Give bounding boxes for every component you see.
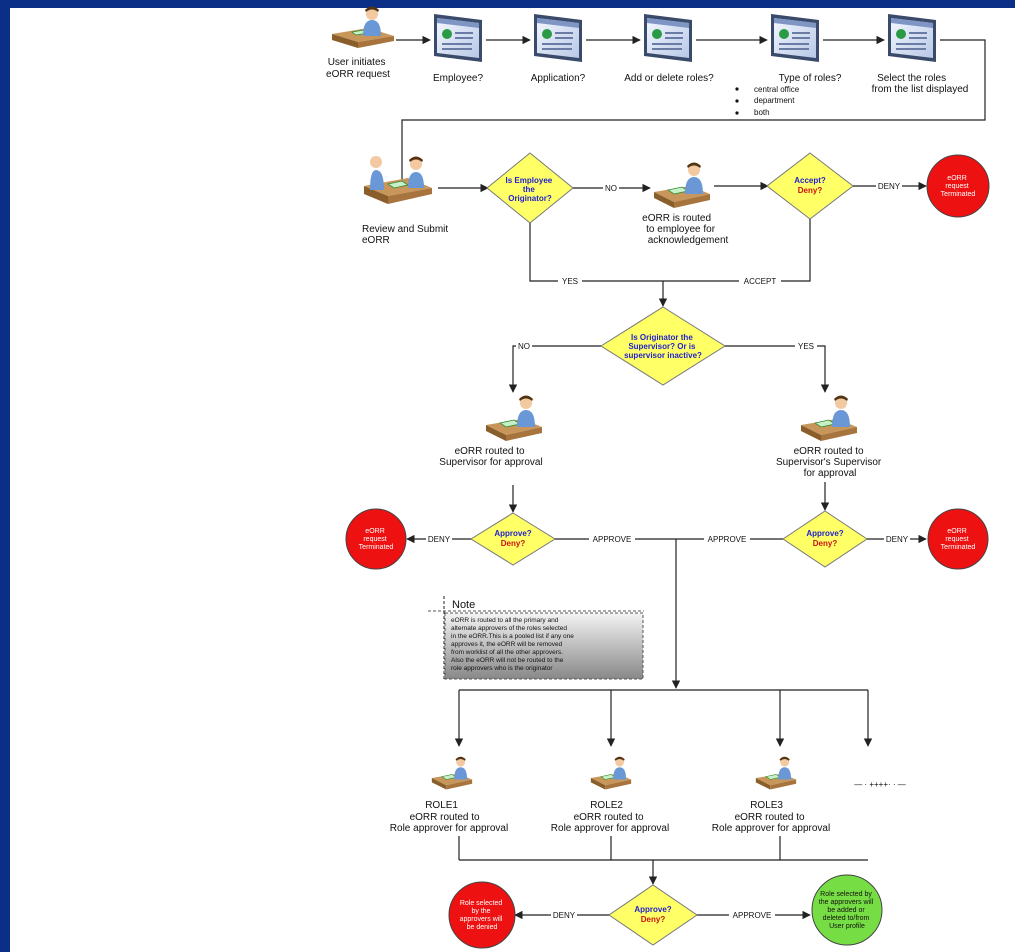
decision-is-employee-originator-label: Is Employee the Originator?	[506, 176, 555, 203]
decision-deny-label: Deny?	[641, 915, 666, 924]
employee-screen-icon	[434, 14, 482, 62]
role3-icon	[755, 756, 797, 790]
decision-is-originator-supervisor	[600, 306, 726, 386]
edge-yes-merge	[529, 223, 663, 282]
type-roles-option: central office	[754, 85, 800, 94]
role1-icon	[431, 756, 473, 790]
terminated-node-3	[927, 508, 989, 570]
decision-approve-final	[608, 884, 698, 946]
application-screen-icon	[534, 14, 582, 62]
type-roles-option: department	[754, 96, 795, 105]
review-submit-label: Review and Submit eORR	[362, 224, 451, 246]
edge-label-deny: DENY	[553, 911, 576, 920]
routed-supervisor-label: eORR routed to Supervisor for approval	[439, 446, 542, 468]
denied-label: Role selected by the approvers will be d…	[460, 900, 505, 931]
slide-frame-left	[0, 0, 10, 952]
decision-is-originator-supervisor-label: Is Originator the Supervisor? Or is supe…	[624, 333, 702, 360]
edge-label-yes: YES	[562, 277, 578, 286]
edge-label-no: NO	[605, 184, 617, 193]
employee-ack-icon	[653, 162, 711, 209]
edge-label-deny: DENY	[886, 535, 909, 544]
approved-node	[811, 874, 883, 946]
type-roles-options: central office department both	[735, 85, 800, 117]
select-roles-label: Select the roles from the list displayed	[872, 73, 969, 95]
more-roles-indicator: — · ++++· · —	[854, 780, 906, 789]
role2-icon	[590, 756, 632, 790]
decision-approve-left	[470, 512, 556, 566]
decision-approve-label: Approve?	[634, 905, 671, 914]
role1-label: ROLE1 eORR routed to Role approver for a…	[390, 800, 508, 834]
edge-accept-merge	[663, 219, 811, 282]
type-roles-screen-icon	[771, 14, 819, 62]
edge-yes-to-sup-sup	[725, 345, 830, 393]
role2-label: ROLE2 eORR routed to Role approver for a…	[551, 800, 669, 834]
routed-employee-label: eORR is routed to employee for acknowled…	[642, 213, 728, 246]
terminated-label: eORR request Terminated	[359, 528, 394, 551]
edge-label-yes: YES	[798, 342, 814, 351]
note-title: Note	[452, 599, 475, 611]
decision-approve-label: Approve?	[806, 529, 843, 538]
terminated-label: eORR request Terminated	[941, 528, 976, 551]
decision-deny-label: Deny?	[501, 539, 526, 548]
edge-label-approve: APPROVE	[733, 911, 772, 920]
select-roles-screen-icon	[888, 14, 936, 62]
decision-approve-label: Approve?	[494, 529, 531, 538]
role3-label: ROLE3 eORR routed to Role approver for a…	[712, 800, 830, 834]
edge-label-approve: APPROVE	[593, 535, 632, 544]
edge-label-approve: APPROVE	[708, 535, 747, 544]
review-submit-icon	[363, 155, 433, 205]
supervisor-icon	[485, 395, 543, 442]
decision-deny-label: Deny?	[813, 539, 838, 548]
add-delete-step-label: Add or delete roles?	[624, 73, 714, 84]
user-initiates-label: User initiates eORR request	[326, 57, 390, 80]
edge-label-deny: DENY	[428, 535, 451, 544]
terminated-node-2	[345, 508, 407, 570]
decision-accept-label: Accept?	[794, 176, 826, 185]
note-text: eORR is routed to all the primary and al…	[451, 617, 576, 672]
type-roles-option: both	[754, 108, 770, 117]
approved-label: Role selected by the approvers will be a…	[819, 891, 875, 930]
edge-label-accept: ACCEPT	[744, 277, 777, 286]
note-box: Note eORR is routed to all the primary a…	[428, 596, 644, 680]
application-step-label: Application?	[531, 73, 586, 84]
edge-label-no: NO	[518, 342, 530, 351]
edge-label-deny: DENY	[878, 182, 901, 191]
edge-no-to-supervisor	[508, 345, 601, 393]
denied-node	[448, 881, 516, 949]
type-roles-step-label: Type of roles?	[779, 73, 842, 84]
employee-step-label: Employee?	[433, 73, 483, 84]
routed-sup-sup-label: eORR routed to Supervisor's Supervisor f…	[776, 446, 884, 479]
slide-frame-top	[0, 0, 1015, 8]
decision-approve-right	[782, 510, 868, 568]
decision-deny-label: Deny?	[798, 186, 823, 195]
edge-wrap-to-review	[397, 39, 986, 189]
add-delete-screen-icon	[644, 14, 692, 62]
terminated-label: eORR request Terminated	[941, 175, 976, 198]
terminated-node-1	[926, 154, 990, 218]
user-initiates-icon	[331, 6, 395, 49]
sup-sup-icon	[800, 395, 858, 442]
